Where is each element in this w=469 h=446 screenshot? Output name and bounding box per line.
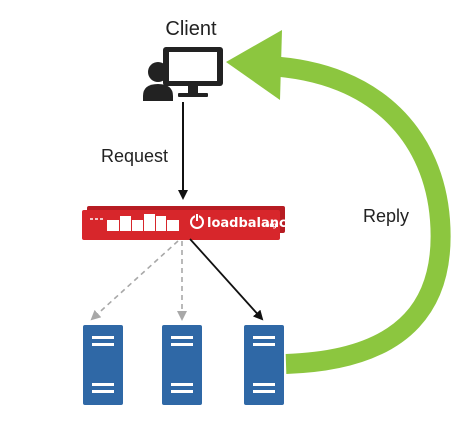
reply-arrow — [226, 30, 451, 374]
appliance-brand: loadbalancer — [207, 216, 303, 231]
server-2 — [162, 325, 202, 405]
dashed-arrow-server-1 — [90, 240, 179, 321]
reply-label: Reply — [363, 206, 409, 226]
load-balancer-appliance: loadbalancer .org — [82, 206, 303, 240]
client-icon — [143, 47, 223, 101]
active-arrow-server-3 — [189, 238, 264, 321]
client-label: Client — [165, 18, 217, 40]
appliance-brand-suffix: .org — [263, 222, 277, 229]
server-1 — [83, 325, 123, 405]
appliance-drive-bays — [107, 214, 179, 231]
request-label: Request — [101, 146, 168, 166]
appliance-vents — [90, 218, 103, 220]
power-icon — [190, 213, 204, 229]
server-3 — [244, 325, 284, 405]
